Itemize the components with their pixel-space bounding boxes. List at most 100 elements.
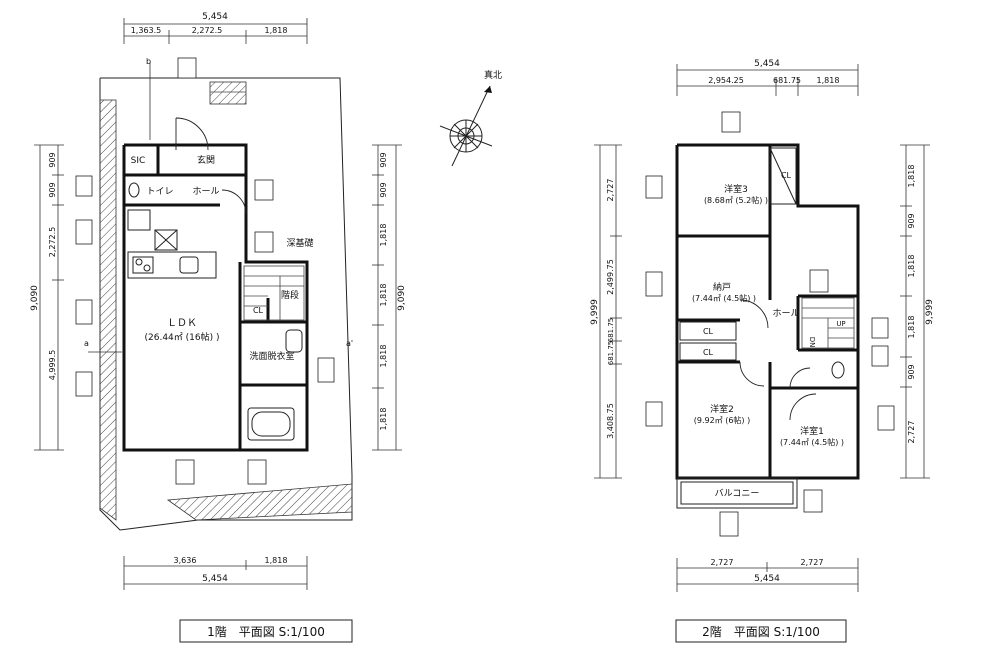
floor1-left-segment-3: 2,272.5 [48,227,57,258]
hall-door [221,189,247,215]
room1-label: 洋室1 [800,425,824,437]
floor2-right-segment-4: 1,818 [907,316,916,339]
floor2-walls [675,143,860,480]
floor2-top-segment-3: 1,818 [817,76,840,85]
section-mark-a-prime: a' [346,339,353,348]
floor1-top-segment-2: 2,272.5 [192,26,223,35]
storage-door [739,299,769,329]
floor1-plan: 5,454 1,363.5 2,272.5 1,818 3,636 1,818 … [30,12,407,643]
floor1-sic-label: SIC [131,156,146,166]
floor1-right-segment-6: 1,818 [379,408,388,431]
floor1-title: 1階 平面図 S:1/100 [207,624,325,639]
floor1-bottom-total: 5,454 [202,574,228,584]
exterior-paving [166,483,353,521]
floor1-left-total: 9,090 [30,285,40,311]
floor1-entrance-label: 玄関 [197,154,215,166]
floor2-right-segment-5: 909 [907,364,916,379]
floor1-right-segment-3: 1,818 [379,224,388,247]
floor1-top-total: 5,454 [202,12,228,22]
floor2-left-segment-4: 681.75 [607,341,615,366]
floor1-top-segment-3: 1,818 [265,26,288,35]
floor1-walls [122,143,309,452]
floor2-closet-3 [679,342,737,361]
floor1-right-segment-1: 909 [379,152,388,167]
floor2-left-total: 9,999 [590,299,600,325]
floor1-toilet-label: トイレ [146,187,173,197]
floor1-bottom-dimensions: 3,636 1,818 5,454 [123,556,308,590]
floor1-toilet-fixture [128,182,140,198]
floor1-ldk-label: ＬＤＫ [167,318,197,329]
floor2-left-segment-1: 2,727 [606,179,615,202]
section-mark-b: b [146,57,151,66]
floor2-title-box [675,619,847,643]
room3-label: 洋室3 [724,183,748,195]
floor2-left-segment-2: 2,499.75 [606,259,615,295]
floor2-stairs [801,297,855,349]
floor1-closet-label: CL [253,306,264,315]
floor1-right-total: 9,090 [397,285,407,311]
bathtub [247,407,295,441]
section-mark-a: a [84,339,89,348]
floor1-left-dimensions: 9,090 909 909 2,272.5 4,999.5 [30,144,64,451]
floor1-right-segment-5: 1,818 [379,345,388,368]
floor1-stairs-label: 階段 [281,289,299,301]
floor1-right-segment-2: 909 [379,182,388,197]
north-compass-icon: 真北 [439,69,502,167]
floor1-right-segment-4: 1,818 [379,284,388,307]
floor1-foundation-label: 深基礎 [286,237,313,249]
floor1-stairs [243,265,305,321]
floor2-bottom-segment-1: 2,727 [711,558,734,567]
entrance-steps [209,81,247,105]
floor2-right-segment-2: 909 [907,213,916,228]
room1-door [789,393,817,421]
room2-label: 洋室2 [710,403,734,415]
floor1-washroom-label: 洗面脱衣室 [249,350,294,362]
floor2-stairs-dn: DN [808,337,816,348]
floor2-top-segment-2: 681.75 [773,76,801,85]
entrance-door [175,117,209,151]
floor1-bottom-segment-2: 1,818 [265,556,288,565]
floor2-right-segment-6: 2,727 [907,421,916,444]
floor2-window-tags [645,111,895,537]
floor2-title: 2階 平面図 S:1/100 [702,624,820,639]
floor2-bottom-segment-2: 2,727 [801,558,824,567]
room3-area: (8.68㎡ (5.2帖) ) [704,195,768,205]
floor2-left-dimensions: 9,999 2,727 2,499.75 681.75 681.75 3,408… [590,144,622,479]
washbasin [285,329,303,353]
floor1-left-segment-2: 909 [48,182,57,197]
kitchen-counter [127,209,217,279]
compass-north-label: 真北 [484,69,502,81]
floor1-left-segment-1: 909 [48,152,57,167]
floor2-bottom-dimensions: 2,727 2,727 5,454 [676,558,859,592]
floor2-top-dimensions: 5,454 2,954.25 681.75 1,818 [676,59,859,96]
floor1-left-segment-4: 4,999.5 [48,350,57,381]
floor2-bottom-total: 5,454 [754,574,780,584]
floor1-right-dimensions: 909 909 1,818 1,818 1,818 1,818 9,090 [372,144,407,451]
storage-label: 納戸 [713,281,731,293]
storage-area: (7.44㎡ (4.5帖) ) [692,293,756,303]
floor2-left-segment-5: 3,408.75 [606,403,615,439]
floor2-right-dimensions: 1,818 909 1,818 1,818 909 2,727 9,999 [900,144,935,479]
balcony-area [676,477,798,509]
floor2-top-total: 5,454 [754,59,780,69]
floor2-left-segment-3: 681.75 [607,318,615,343]
site-boundary [99,77,353,531]
room2-door [739,361,765,387]
floor2-right-segment-3: 1,818 [907,255,916,278]
floor2-plan: 5,454 2,954.25 681.75 1,818 2,727 2,727 … [590,59,935,643]
floor2-closet-2-label: CL [703,327,714,336]
floor2-toilet-door [789,367,811,389]
floor2-stairs-up: UP [836,320,845,328]
floor2-closet-2 [679,321,737,341]
floor1-top-dimensions: 5,454 1,363.5 2,272.5 1,818 [123,12,308,44]
floor2-closet-1 [769,147,797,205]
floor1-bottom-segment-1: 3,636 [174,556,197,565]
floor2-top-segment-1: 2,954.25 [708,76,744,85]
balcony-label: バルコニー [715,488,760,499]
floor2-hall-label: ホール [772,308,799,319]
floor1-title-box [179,619,353,643]
floor2-closet-3-label: CL [703,348,714,357]
floor1-ldk-area: (26.44㎡ (16帖) ) [145,331,220,343]
left-exterior-strip [99,99,117,521]
